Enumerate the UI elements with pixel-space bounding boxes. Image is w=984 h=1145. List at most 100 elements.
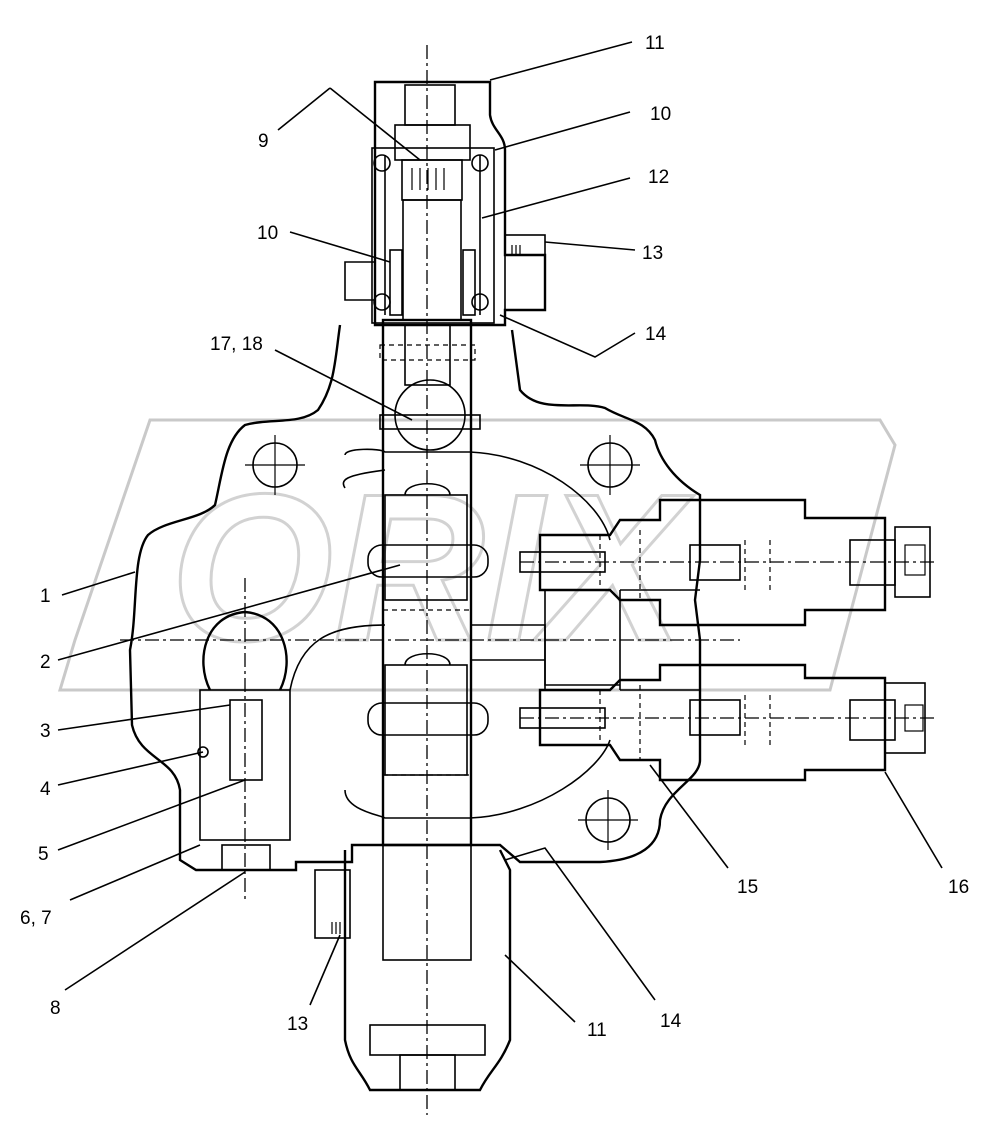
leader-13-top (544, 241, 636, 251)
fitting-threads-top (511, 245, 521, 255)
leader-1 (61, 571, 136, 596)
leader-15 (649, 764, 729, 869)
spool-land-1 (384, 494, 468, 601)
lower-cap-body (343, 849, 512, 1092)
upper-solenoid-hidden (599, 530, 771, 600)
ball-upper-right (471, 154, 489, 172)
leader-14-bot (504, 847, 656, 1001)
right-guide (462, 249, 476, 316)
upper-nut (894, 526, 931, 598)
spool-groove-lower (367, 702, 489, 736)
leader-17-18 (274, 349, 413, 421)
lower-nut-socket (904, 704, 924, 732)
leader-10-top (494, 111, 631, 151)
lower-end-cap (849, 699, 896, 741)
callout-3: 3 (40, 721, 51, 742)
upper-solenoid (519, 498, 931, 627)
callout-14-top: 14 (645, 324, 667, 345)
spring-coils (411, 168, 445, 190)
upper-fitting-13 (504, 234, 546, 311)
leader-9a (277, 87, 331, 131)
center-chamber (544, 589, 700, 691)
lower-plug (399, 1054, 456, 1091)
upper-cap-plug (404, 84, 456, 126)
leader-10-mid (289, 231, 391, 263)
leader-lines (57, 41, 943, 1023)
ball-lower-left (373, 293, 391, 311)
lower-cap (314, 844, 512, 1092)
center-passage-left (289, 624, 386, 691)
watermark-frame (57, 418, 897, 692)
leader-4 (57, 751, 204, 786)
leader-14-top (499, 314, 636, 358)
ball-lower-right (471, 293, 489, 311)
spool-groove-upper (367, 544, 489, 578)
spring-chamber (371, 147, 495, 324)
callout-11-top: 11 (645, 33, 665, 54)
check-valve-body (199, 689, 291, 841)
callout-labels: 11 9 10 12 10 13 14 17, 18 1 2 3 4 5 6, … (20, 33, 969, 1041)
lower-spool-end (382, 844, 472, 961)
lower-solenoid-body (538, 663, 887, 782)
callout-13-top: 13 (642, 243, 663, 264)
center-lines (120, 45, 935, 1115)
leader-9b (329, 87, 421, 161)
lower-nut (884, 682, 926, 754)
callout-13-bot: 13 (287, 1014, 308, 1035)
leader-2 (57, 564, 401, 661)
upper-plunger (519, 551, 606, 573)
callout-8: 8 (50, 998, 61, 1019)
upper-armature (689, 544, 741, 581)
upper-cap (344, 80, 547, 327)
upper-cap-left-boss (344, 261, 376, 301)
watermark: ORIX (57, 418, 897, 692)
leader-13-bot (309, 934, 341, 1006)
spool-land-2 (384, 664, 468, 776)
upper-passage (344, 448, 611, 541)
callout-12: 12 (648, 167, 669, 188)
callout-4: 4 (40, 779, 51, 800)
leader-8 (64, 871, 246, 991)
leader-16 (884, 771, 943, 869)
lower-passage (344, 739, 611, 819)
callout-15: 15 (737, 877, 758, 898)
ball-upper-left (373, 154, 391, 172)
callout-10-top: 10 (650, 104, 671, 125)
leader-5 (57, 779, 246, 851)
spool-hidden-1 (379, 344, 476, 361)
leader-3 (57, 704, 231, 731)
callout-6-7: 6, 7 (20, 908, 52, 929)
check-valve-dome (202, 610, 288, 691)
spool-notches (404, 483, 451, 666)
valve-body (128, 324, 702, 872)
callout-1: 1 (40, 586, 51, 607)
callout-9: 9 (258, 131, 269, 152)
left-guide (389, 249, 403, 316)
callout-14-bot: 14 (660, 1011, 682, 1032)
left-check-valve (197, 610, 291, 871)
upper-spring-seat (394, 124, 471, 161)
upper-cap-body (373, 80, 547, 327)
leader-6-7 (69, 844, 201, 901)
upper-passage-lip (342, 469, 386, 489)
check-valve-ball (197, 746, 209, 758)
callout-10-mid: 10 (257, 223, 278, 244)
callout-2: 2 (40, 652, 51, 673)
callout-17-18: 17, 18 (210, 334, 263, 355)
upper-nut-socket (904, 544, 926, 576)
lower-solenoid-hidden (599, 685, 771, 760)
fitting-threads-bottom (331, 922, 341, 934)
upper-spring-retainer (401, 159, 463, 201)
detent-pin (379, 414, 481, 430)
lower-plunger (519, 707, 606, 729)
lower-fitting-13 (314, 869, 351, 939)
leader-11-top (489, 41, 633, 81)
check-valve-plug-8 (221, 844, 271, 871)
leader-11-bot (504, 954, 576, 1023)
upper-solenoid-body (538, 498, 887, 627)
body-outline (128, 324, 702, 872)
lower-armature (689, 699, 741, 736)
upper-stem (402, 199, 462, 321)
watermark-text: ORIX (170, 450, 694, 685)
